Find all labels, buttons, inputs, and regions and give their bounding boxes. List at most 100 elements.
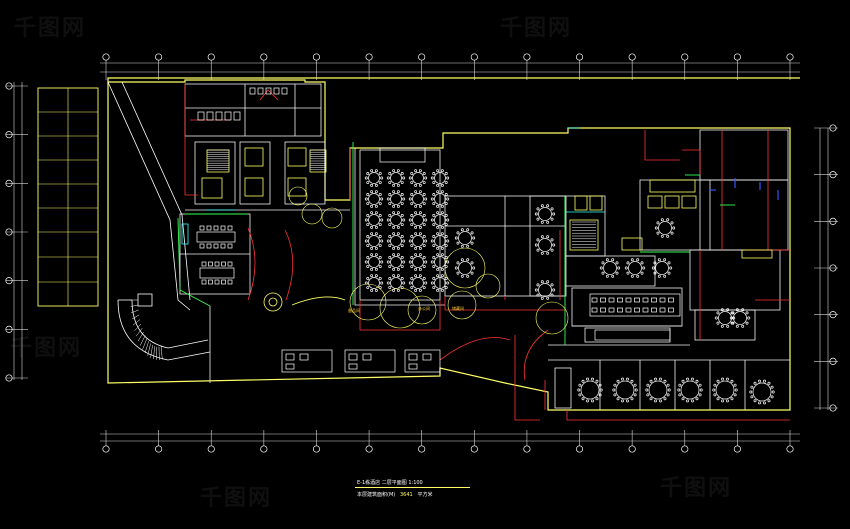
- chair: [460, 244, 464, 248]
- chair: [430, 239, 434, 243]
- chair: [201, 261, 207, 267]
- chair: [444, 172, 448, 175]
- chair: [636, 274, 640, 278]
- chair: [651, 307, 657, 313]
- round-table: [390, 256, 402, 268]
- chair: [642, 266, 646, 270]
- chair: [380, 197, 384, 201]
- chair: [747, 316, 751, 320]
- chair: [444, 277, 448, 280]
- stair-tread: [135, 328, 143, 337]
- sofa: [408, 363, 418, 370]
- round-table: [715, 380, 735, 400]
- chair: [364, 197, 368, 201]
- chair: [666, 383, 670, 387]
- axis-bubble: [786, 53, 794, 61]
- chair: [392, 211, 396, 215]
- chair: [410, 223, 414, 226]
- sofa: [285, 353, 295, 361]
- chair: [657, 274, 661, 278]
- chair: [400, 277, 404, 280]
- axis-bubble: [829, 171, 837, 179]
- chair: [380, 260, 384, 264]
- chair: [436, 190, 440, 194]
- chair: [470, 231, 474, 235]
- chair: [721, 377, 724, 381]
- chair: [386, 239, 390, 243]
- chair: [456, 231, 460, 235]
- desk: [273, 87, 280, 95]
- chair: [713, 393, 717, 397]
- chair: [414, 183, 418, 187]
- chair: [410, 172, 414, 175]
- meeting-tables: [196, 147, 681, 373]
- chair: [436, 267, 440, 271]
- chair: [598, 393, 602, 397]
- chair: [444, 286, 448, 289]
- chair: [380, 281, 384, 285]
- chair: [424, 281, 428, 285]
- chair: [621, 377, 624, 381]
- chair: [418, 211, 422, 215]
- chair: [753, 381, 757, 385]
- round-table: [733, 311, 747, 325]
- chair: [634, 307, 640, 313]
- chair: [214, 261, 220, 267]
- chair: [550, 207, 554, 211]
- chair: [380, 218, 384, 222]
- desk: [215, 111, 223, 121]
- chair: [408, 260, 412, 264]
- room-labels: 备品间 办公间 储藏间: [348, 305, 464, 313]
- chair: [378, 235, 382, 238]
- chair: [432, 244, 436, 247]
- chair: [432, 202, 436, 205]
- chair: [366, 172, 370, 175]
- axis-bubble: [365, 445, 373, 453]
- axis-bubble: [5, 228, 13, 236]
- chair: [396, 246, 400, 250]
- chair: [206, 225, 212, 231]
- chair: [374, 232, 378, 236]
- chair: [651, 266, 655, 270]
- chair: [386, 218, 390, 222]
- chair: [440, 211, 444, 215]
- chair: [436, 204, 440, 208]
- chair: [653, 271, 657, 275]
- chair: [699, 388, 703, 392]
- stair-tread: [130, 304, 139, 307]
- axis-bubble: [207, 53, 215, 61]
- chair: [753, 399, 757, 403]
- chair: [444, 235, 448, 238]
- chair: [366, 286, 370, 289]
- chair: [444, 256, 448, 259]
- round-table: [458, 231, 472, 245]
- chair: [546, 251, 550, 255]
- chair: [408, 176, 412, 180]
- chair: [400, 193, 404, 196]
- chair: [651, 297, 657, 303]
- chair: [472, 236, 476, 240]
- round-table: [368, 214, 380, 226]
- stair-tread: [131, 314, 140, 320]
- chair: [600, 297, 606, 303]
- chair: [364, 260, 368, 264]
- title-underline: [355, 487, 470, 488]
- chair: [414, 204, 418, 208]
- chair: [378, 256, 382, 259]
- chair: [370, 225, 374, 229]
- chair: [388, 172, 392, 175]
- chair: [374, 253, 378, 257]
- chair: [716, 379, 720, 383]
- chair: [436, 211, 440, 215]
- chair: [552, 212, 556, 216]
- chair: [634, 297, 640, 303]
- chair: [586, 399, 589, 403]
- chair: [466, 258, 470, 262]
- svg-text:办公间: 办公间: [418, 305, 430, 311]
- chair: [388, 235, 392, 238]
- chair: [626, 377, 629, 381]
- area-label: 本层建筑面积(M): [357, 492, 396, 498]
- chair: [378, 265, 382, 268]
- chair: [536, 293, 540, 297]
- chair: [396, 267, 400, 271]
